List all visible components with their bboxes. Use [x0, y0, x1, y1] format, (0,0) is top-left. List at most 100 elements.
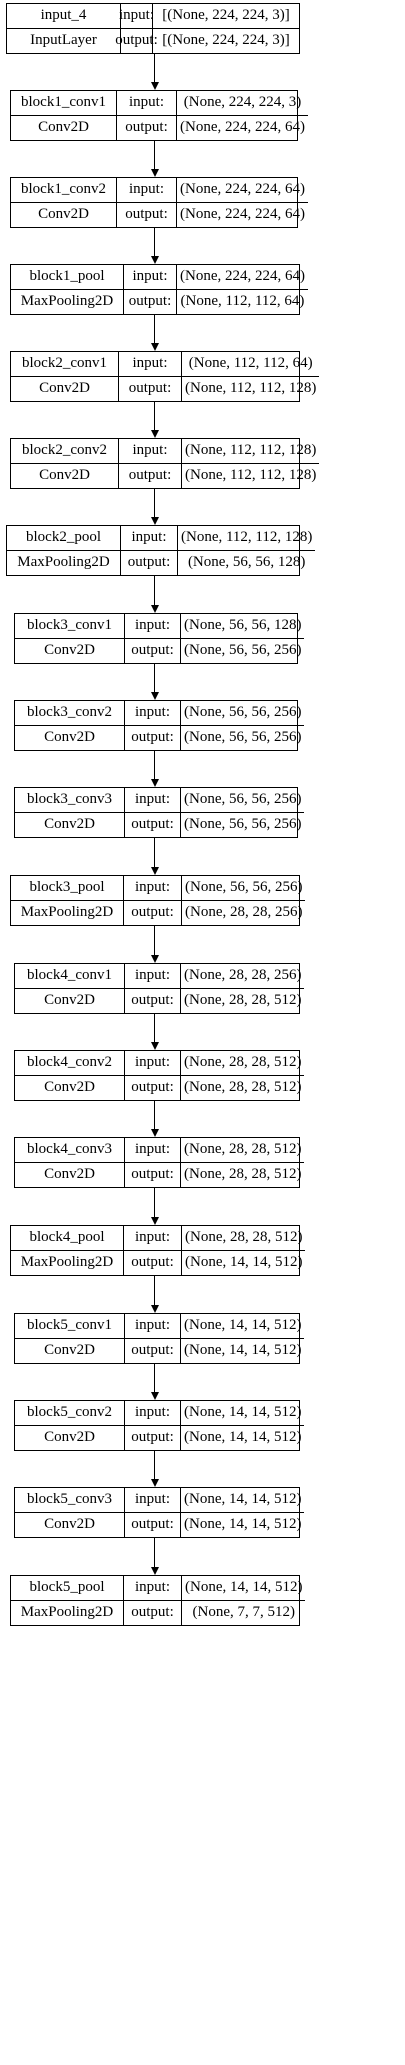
output-shape: (None, 56, 56, 256) — [180, 725, 304, 750]
layer-type: Conv2D — [44, 816, 95, 833]
output-label: output: — [115, 28, 158, 53]
output-shape: (None, 56, 56, 256) — [180, 812, 304, 837]
input-shape: (None, 224, 224, 64) — [176, 178, 308, 202]
arrow-down-icon — [150, 867, 159, 875]
input-shape: (None, 56, 56, 256) — [180, 701, 304, 725]
layer-name: block5_conv3 — [27, 1491, 112, 1508]
input-label: input: — [119, 4, 154, 28]
input-label: input: — [124, 788, 180, 812]
output-label: output: — [118, 376, 181, 401]
layer-type: MaxPooling2D — [20, 293, 114, 310]
output-shape: (None, 112, 112, 128) — [181, 376, 319, 401]
input-label: input: — [124, 614, 180, 638]
input-label: input: — [116, 178, 176, 202]
input-label: input: — [123, 1226, 181, 1250]
connector-line — [154, 141, 155, 169]
layer-type: Conv2D — [39, 380, 90, 397]
output-shape: (None, 14, 14, 512) — [181, 1250, 305, 1275]
output-label: output: — [116, 202, 176, 227]
connector-line — [154, 1014, 155, 1042]
input-shape: (None, 14, 14, 512) — [180, 1488, 304, 1512]
layer-name: block4_pool — [29, 1229, 105, 1246]
output-label: output: — [124, 988, 180, 1013]
arrow-down-icon — [150, 1129, 159, 1137]
arrow-down-icon — [150, 169, 159, 177]
layer-type: MaxPooling2D — [20, 1254, 114, 1271]
output-shape: (None, 28, 28, 256) — [181, 900, 305, 925]
connector-line — [154, 54, 155, 82]
input-shape: (None, 28, 28, 512) — [180, 1051, 304, 1075]
layer-name: block3_pool — [29, 879, 105, 896]
output-shape: (None, 28, 28, 512) — [180, 1075, 304, 1100]
input-label: input: — [123, 1576, 181, 1600]
output-label: output: — [120, 550, 177, 575]
layer-type: Conv2D — [44, 642, 95, 659]
layer-name: block4_conv2 — [27, 1054, 112, 1071]
connector-line — [154, 489, 155, 517]
arrow-down-icon — [150, 430, 159, 438]
input-label: input: — [124, 1488, 180, 1512]
output-shape: (None, 224, 224, 64) — [176, 115, 308, 140]
layer-type: Conv2D — [38, 206, 89, 223]
input-label: input: — [124, 1138, 180, 1162]
connector-line — [154, 926, 155, 955]
output-shape: (None, 224, 224, 64) — [176, 202, 308, 227]
arrow-down-icon — [150, 1479, 159, 1487]
input-shape: (None, 112, 112, 128) — [177, 526, 315, 550]
layer-name: block2_conv2 — [22, 442, 107, 459]
layer-name: block2_conv1 — [22, 355, 107, 372]
connector-line — [154, 402, 155, 430]
output-shape: (None, 14, 14, 512) — [180, 1425, 304, 1450]
connector-line — [154, 1101, 155, 1129]
output-label: output: — [124, 1162, 180, 1187]
layer-type: MaxPooling2D — [20, 1604, 114, 1621]
output-label: output: — [124, 812, 180, 837]
input-shape: (None, 224, 224, 3) — [176, 91, 308, 115]
input-label: input: — [124, 964, 180, 988]
arrow-down-icon — [150, 779, 159, 787]
connector-line — [154, 838, 155, 867]
layer-type: Conv2D — [44, 1342, 95, 1359]
input-label: input: — [123, 265, 176, 289]
input-label: input: — [123, 876, 181, 900]
output-label: output: — [124, 1338, 180, 1363]
input-shape: (None, 14, 14, 512) — [180, 1314, 304, 1338]
output-label: output: — [124, 638, 180, 663]
input-label: input: — [124, 1314, 180, 1338]
arrow-down-icon — [150, 82, 159, 90]
output-shape: (None, 14, 14, 512) — [180, 1512, 304, 1537]
layer-name: block1_conv1 — [21, 94, 106, 111]
input-shape: (None, 14, 14, 512) — [181, 1576, 305, 1600]
input-label: input: — [118, 352, 181, 376]
layer-type: Conv2D — [44, 1079, 95, 1096]
output-label: output: — [123, 1250, 181, 1275]
connector-line — [154, 1276, 155, 1305]
arrow-down-icon — [150, 1567, 159, 1575]
input-shape: (None, 224, 224, 64) — [176, 265, 308, 289]
arrow-down-icon — [150, 517, 159, 525]
layer-node-block4-pool: block4_pool input:(None, 28, 28, 512) MaxP… — [10, 1225, 306, 1276]
layer-type: Conv2D — [44, 1166, 95, 1183]
layer-name: block5_conv1 — [27, 1317, 112, 1334]
output-label: output: — [116, 115, 176, 140]
input-label: input: — [118, 439, 181, 463]
input-shape: (None, 28, 28, 512) — [181, 1226, 305, 1250]
connector-line — [154, 1188, 155, 1217]
arrow-down-icon — [150, 955, 159, 963]
output-label: output: — [123, 1600, 181, 1625]
input-shape: (None, 56, 56, 256) — [180, 788, 304, 812]
